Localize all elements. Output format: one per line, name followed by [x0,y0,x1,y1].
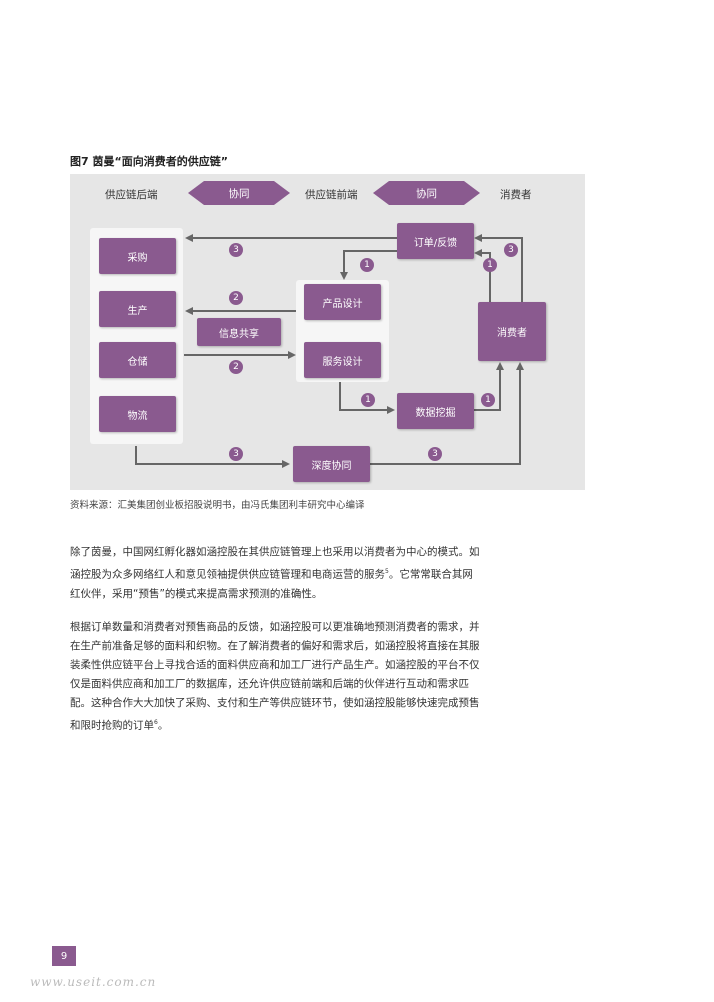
arrow-service-to-datamining [339,380,395,414]
box-product-design: 产品设计 [304,284,381,320]
arrow-datamining-to-consumer [474,362,504,411]
arrow-deepcollab-to-consumer [370,362,524,465]
badge-datamining-consumer: 1 [481,393,495,407]
badge-collab-consumer: 3 [428,447,442,461]
box-info-share: 信息共享 [197,318,281,346]
source-note: 资料来源：汇美集团创业板招股说明书，由冯氏集团利丰研究中心编译 [70,500,365,511]
paragraph-2: 根据订单数量和消费者对预售商品的反馈，如涵控股可以更准确地预测消费者的需求，并在… [70,621,480,732]
supply-chain-diagram: 供应链后端 供应链前端 消费者 协同 协同 采购 生产 仓储 物流 信息共享 产… [70,174,585,490]
arrow-consumer-to-order [474,249,491,302]
box-service-design: 服务设计 [304,342,381,378]
arrow-logistics-to-deepcollab [135,446,290,468]
badge-consumer-order-outer: 3 [504,243,518,257]
badge-service-datamining: 1 [361,393,375,407]
box-production: 生产 [99,291,176,327]
box-order-feedback: 订单/反馈 [397,223,474,259]
badge-order-purchase: 3 [229,243,243,257]
collab-arrow-2 [373,181,480,205]
badge-order-design: 1 [360,258,374,272]
box-purchase: 采购 [99,238,176,274]
collab-label-1: 协同 [228,187,250,200]
badge-logistics-collab: 3 [229,447,243,461]
label-supply-front: 供应链前端 [305,189,358,201]
box-data-mining: 数据挖掘 [397,393,474,429]
box-logistics: 物流 [99,396,176,432]
label-consumer: 消费者 [500,189,532,201]
collab-label-2: 协同 [416,187,437,200]
figure-title: 图7 茵曼“面向消费者的供应链” [70,155,228,168]
arrow-consumer-to-order-outer [474,234,523,302]
watermark: www.useit.com.cn [30,975,157,989]
diagram-connectors [135,181,524,468]
paragraph-1: 除了茵曼，中国网红孵化器如涵控股在其供应链管理上也采用以消费者为中心的模式。如涵… [70,546,480,600]
collab-arrow-1 [188,181,290,205]
label-supply-back: 供应链后端 [105,189,158,201]
box-deep-collab: 深度协同 [293,446,370,482]
badge-storage-service: 2 [229,360,243,374]
badge-design-production: 2 [229,291,243,305]
box-consumer: 消费者 [478,302,546,361]
arrow-order-to-design [340,250,397,280]
page-number: 9 [52,946,76,966]
box-storage: 仓储 [99,342,176,378]
badge-consumer-order: 1 [483,258,497,272]
